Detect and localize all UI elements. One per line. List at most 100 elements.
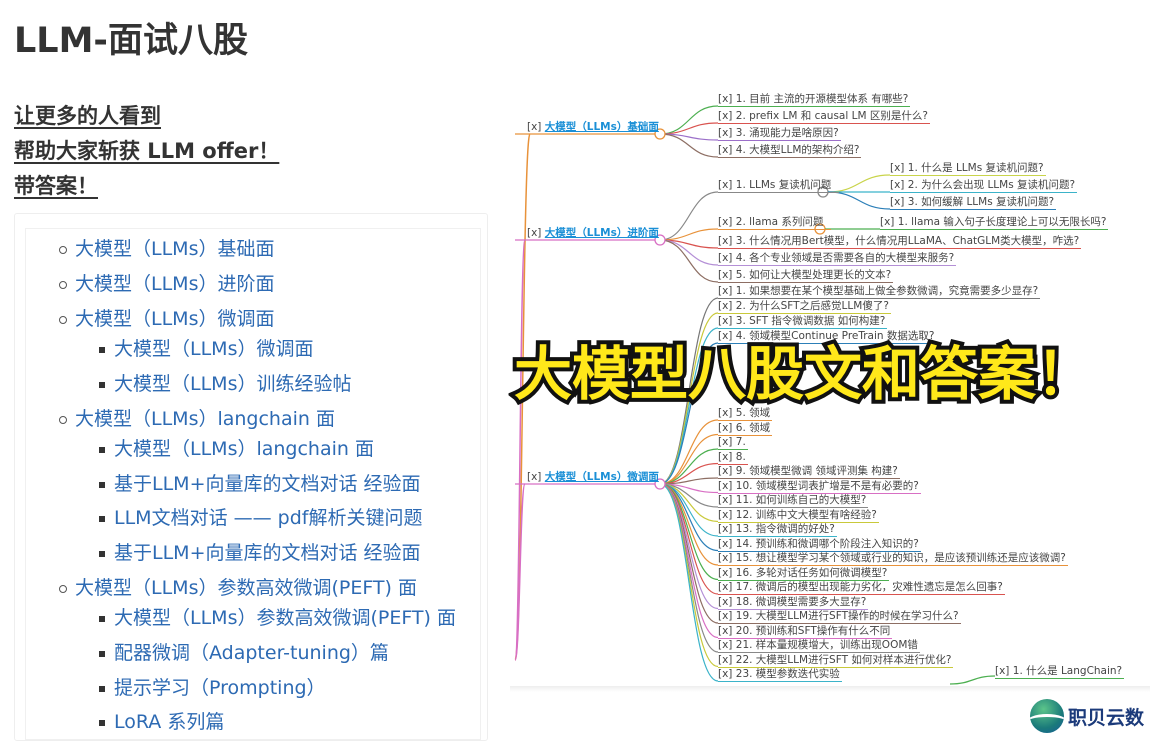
toc-item[interactable]: 大模型（LLMs）微调面 (99, 338, 313, 360)
mindmap-node[interactable]: [x] 23. 模型参数迭代实验 (718, 668, 842, 682)
checkbox-marker: [x] (718, 315, 733, 327)
checkbox-marker: [x] (995, 665, 1010, 677)
mindmap-node[interactable]: [x] 11. 如何训练自己的大模型? (718, 494, 869, 508)
node-text: 6. 领域 (735, 421, 771, 434)
toc-item[interactable]: 配器微调（Adapter-tuning）篇 (99, 642, 389, 664)
node-text: 7. (735, 436, 746, 448)
checkbox-marker: [x] (718, 624, 733, 637)
mindmap-node[interactable]: [x] 7. (718, 436, 748, 450)
toc-item[interactable]: 基于LLM+向量库的文档对话 经验面 (99, 473, 421, 495)
overlay-headline: 大模型八股文和答案！ (510, 340, 1098, 408)
mindmap-node[interactable]: [x] 1. 如果想要在某个模型基础上做全参数微调，究竟需要多少显存? (718, 285, 1041, 299)
square-bullet-icon (99, 347, 105, 353)
toc-item-label: 大模型（LLMs）进阶面 (75, 273, 275, 295)
toc-item[interactable]: 大模型（LLMs）参数高效微调(PEFT) 面 (99, 607, 456, 629)
toc-item-label: 大模型（LLMs）参数高效微调(PEFT) 面 (75, 577, 417, 599)
mindmap-root-link[interactable]: 大模型（LLMs）微调面 (544, 471, 659, 483)
mindmap-node[interactable]: [x] 5. 领域 (718, 407, 773, 421)
toc-item[interactable]: 提示学习（Prompting） (99, 677, 326, 699)
toc-item-label: 提示学习（Prompting） (114, 677, 326, 699)
square-bullet-icon (99, 516, 105, 522)
mindmap-node[interactable]: [x] 2. llama 系列问题 (718, 216, 832, 230)
checkbox-marker: [x] (718, 639, 733, 651)
connector-line (659, 483, 719, 668)
mindmap-node[interactable]: [x] 8. (718, 451, 748, 465)
checkbox-marker: [x] (890, 179, 905, 191)
mindmap-node[interactable]: [x] 1. 目前 主流的开源模型体系 有哪些? (718, 93, 911, 107)
mindmap-node[interactable]: [x] 18. 微调模型需要多大显存? (718, 596, 869, 610)
mindmap-root-node[interactable]: [x] 大模型（LLMs）进阶面 (527, 227, 659, 239)
collapse-node-icon[interactable] (654, 234, 666, 246)
mindmap-root-link[interactable]: 大模型（LLMs）进阶面 (544, 227, 659, 239)
mindmap-root-link[interactable]: 大模型（LLMs）基础面 (544, 121, 659, 133)
wave-globe-icon (1030, 699, 1064, 733)
toc-item[interactable]: 大模型（LLMs）基础面 (59, 238, 274, 260)
mindmap-node[interactable]: [x] 14. 预训练和微调哪个阶段注入知识的? (718, 538, 921, 552)
mindmap-node[interactable]: [x] 2. 为什么会出现 LLMs 复读机问题? (890, 179, 1078, 193)
collapse-node-icon[interactable] (654, 478, 666, 490)
mindmap-node[interactable]: [x] 3. 什么情况用Bert模型，什么情况用LLaMA、ChatGLM类大模… (718, 235, 1082, 249)
toc-item[interactable]: 大模型（LLMs）langchain 面 (59, 408, 335, 430)
mindmap-node[interactable]: [x] 22. 大模型LLM进行SFT 如何对样本进行优化? (718, 653, 954, 668)
mindmap-node[interactable]: [x] 1. llama 输入句子长度理论上可以无限长吗? (880, 216, 1109, 230)
toc-item[interactable]: 大模型（LLMs）微调面 (59, 308, 274, 330)
mindmap-node[interactable]: [x] 9. 领域模型微调 领域评测集 构建? (718, 465, 900, 479)
mindmap-node[interactable]: [x] 12. 训练中文大模型有啥经验? (718, 509, 879, 523)
mindmap-node[interactable]: [x] 3. SFT 指令微调数据 如何构建? (718, 315, 888, 329)
checkbox-marker: [x] (718, 127, 733, 139)
toc-item[interactable]: 大模型（LLMs）langchain 面 (99, 438, 374, 460)
checkbox-marker: [x] (718, 269, 733, 281)
checkbox-marker: [x] (718, 330, 733, 342)
mindmap-node[interactable]: [x] 10. 领域模型词表扩增是不是有必要的? (718, 480, 921, 494)
toc-item[interactable]: LLM文档对话 —— pdf解析关键问题 (99, 507, 422, 529)
mindmap-node[interactable]: [x] 15. 想让模型学习某个领域或行业的知识，是应该预训练还是应该微调? (718, 552, 1068, 566)
slogan-link-3[interactable]: 带答案！ (14, 174, 98, 198)
node-text: 1. 目前 主流的开源模型体系 有哪些? (735, 93, 909, 105)
toc-item[interactable]: 大模型（LLMs）训练经验帖 (99, 373, 351, 395)
node-text: 14. 预训练和微调哪个阶段注入知识的? (735, 537, 919, 550)
connector-line (659, 133, 719, 158)
toc-item[interactable]: 基于LLM+向量库的文档对话 经验面 (99, 542, 421, 564)
node-text: 15. 想让模型学习某个领域或行业的知识，是应该预训练还是应该微调? (735, 552, 1066, 564)
mindmap-node[interactable]: [x] 4. 各个专业领域是否需要各自的大模型来服务? (718, 252, 957, 266)
mindmap-node[interactable]: [x] 16. 多轮对话任务如何微调模型? (718, 566, 890, 581)
mindmap-node[interactable]: [x] 5. 如何让大模型处理更长的文本? (718, 269, 894, 283)
slogan-link-2[interactable]: 帮助大家斩获 LLM offer！ (14, 139, 280, 163)
mindmap-node[interactable]: [x] 19. 大模型LLM进行SFT操作的时候在学习什么? (718, 610, 961, 624)
checkbox-marker: [x] (718, 653, 733, 666)
square-bullet-icon (99, 447, 105, 453)
mindmap-node[interactable]: [x] 20. 预训练和SFT操作有什么不同 (718, 624, 893, 639)
page-title: LLM-面试八股 (14, 21, 248, 61)
checkbox-marker: [x] (718, 235, 733, 247)
node-text: 2. prefix LM 和 causal LM 区别是什么? (735, 110, 928, 122)
node-text: 5. 领域 (735, 407, 771, 419)
mindmap-node[interactable]: [x] 1. LLMs 复读机问题 (718, 179, 840, 193)
mindmap-node[interactable]: [x] 17. 微调后的模型出现能力劣化，灾难性遗忘是怎么回事? (718, 581, 1005, 595)
toc-item[interactable]: 大模型（LLMs）进阶面 (59, 273, 275, 295)
checkbox-marker: [x] (718, 252, 733, 264)
connector-line (659, 105, 719, 135)
toc-item[interactable]: 大模型（LLMs）参数高效微调(PEFT) 面 (59, 577, 417, 599)
checkbox-marker: [x] (718, 566, 733, 579)
toc-item[interactable]: LoRA 系列篇 (99, 711, 224, 733)
mindmap-node[interactable]: [x] 6. 领域 (718, 421, 773, 436)
mindmap-node[interactable]: [x] 13. 指令微调的好处? (718, 523, 837, 537)
slogan-link-1[interactable]: 让更多的人看到 (14, 104, 161, 128)
mindmap-root-node[interactable]: [x] 大模型（LLMs）基础面 (527, 121, 659, 133)
mindmap-node[interactable]: [x] 2. prefix LM 和 causal LM 区别是什么? (718, 110, 930, 124)
mindmap-node[interactable]: [x] 1. 什么是 LangChain? (995, 665, 1125, 679)
toc-item-label: 大模型（LLMs）langchain 面 (75, 408, 335, 430)
connector-line (659, 239, 719, 283)
mindmap-node[interactable]: [x] 1. 什么是 LLMs 复读机问题? (890, 162, 1046, 176)
mindmap-node[interactable]: [x] 3. 如何缓解 LLMs 复读机问题? (890, 196, 1057, 210)
circle-bullet-icon (59, 416, 67, 424)
square-bullet-icon (99, 551, 105, 557)
mindmap-node[interactable]: [x] 3. 涌现能力是啥原因? (718, 127, 841, 141)
mindmap-node[interactable]: [x] 4. 领域模型Continue PreTrain 数据选取? (718, 330, 937, 344)
mindmap-node[interactable]: [x] 2. 为什么SFT之后感觉LLM傻了? (718, 300, 891, 314)
mindmap-node[interactable]: [x] 21. 样本量规模增大，训练出现OOM错 (718, 639, 920, 653)
checkbox-marker: [x] (527, 121, 542, 133)
mindmap-node[interactable]: [x] 4. 大模型LLM的架构介绍? (718, 144, 862, 158)
mindmap-root-node[interactable]: [x] 大模型（LLMs）微调面 (527, 471, 659, 483)
collapse-node-icon[interactable] (654, 128, 666, 140)
